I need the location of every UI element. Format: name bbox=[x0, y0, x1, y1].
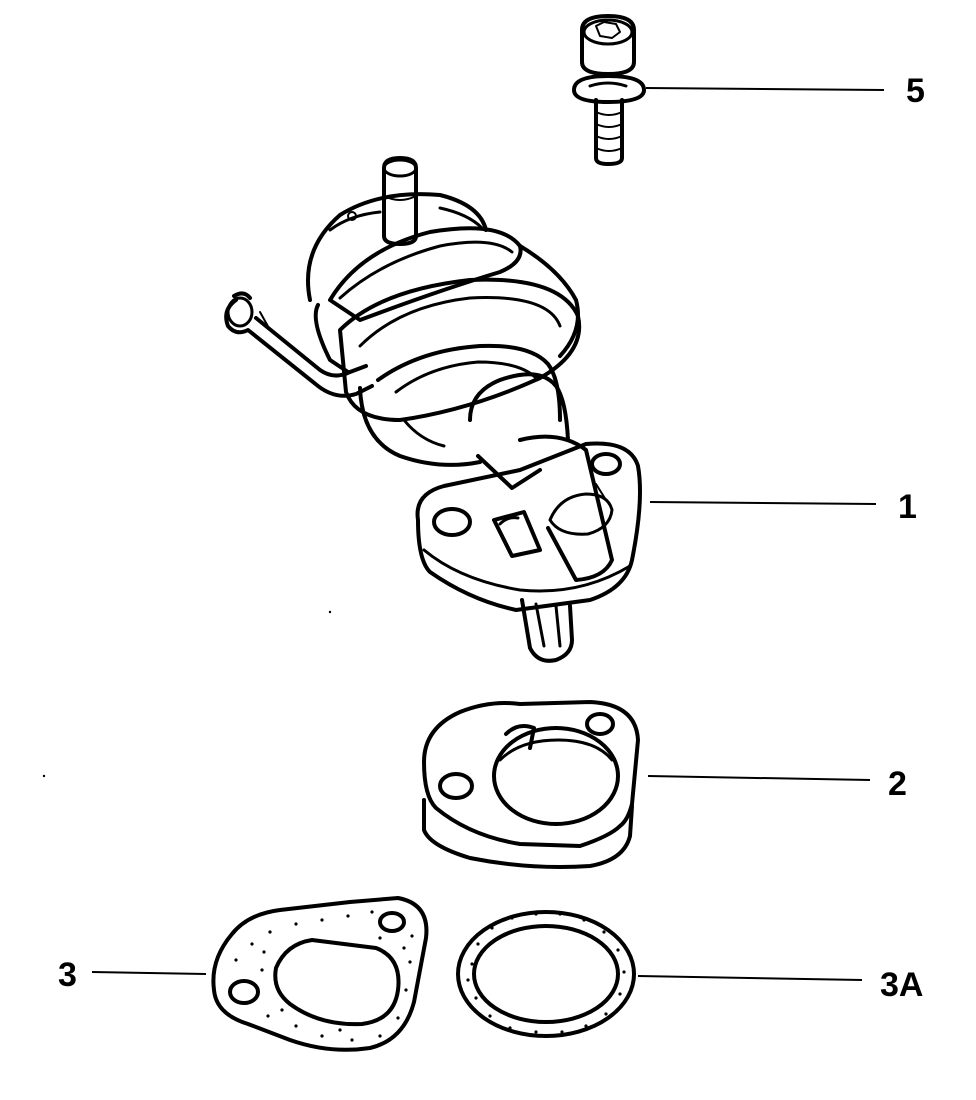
leader-3a bbox=[637, 975, 863, 981]
leader-2 bbox=[647, 775, 871, 781]
gasket-part bbox=[211, 896, 429, 1052]
bolt-part bbox=[572, 14, 646, 166]
spacer-flange-part bbox=[422, 700, 640, 869]
gasket-texture bbox=[234, 910, 414, 1042]
fuel-pump-part bbox=[224, 156, 642, 663]
leader-5 bbox=[645, 87, 885, 91]
callout-2: 2 bbox=[888, 765, 907, 803]
scan-speck bbox=[328, 610, 332, 614]
callout-1: 1 bbox=[898, 488, 917, 526]
leader-3 bbox=[91, 971, 207, 975]
callout-5: 5 bbox=[906, 72, 925, 110]
scan-speck bbox=[42, 774, 46, 778]
callout-3a: 3A bbox=[880, 966, 923, 1004]
ring-texture bbox=[466, 912, 626, 1034]
leader-1 bbox=[649, 501, 877, 505]
sealing-ring-part bbox=[456, 910, 636, 1038]
callout-3: 3 bbox=[58, 956, 77, 994]
